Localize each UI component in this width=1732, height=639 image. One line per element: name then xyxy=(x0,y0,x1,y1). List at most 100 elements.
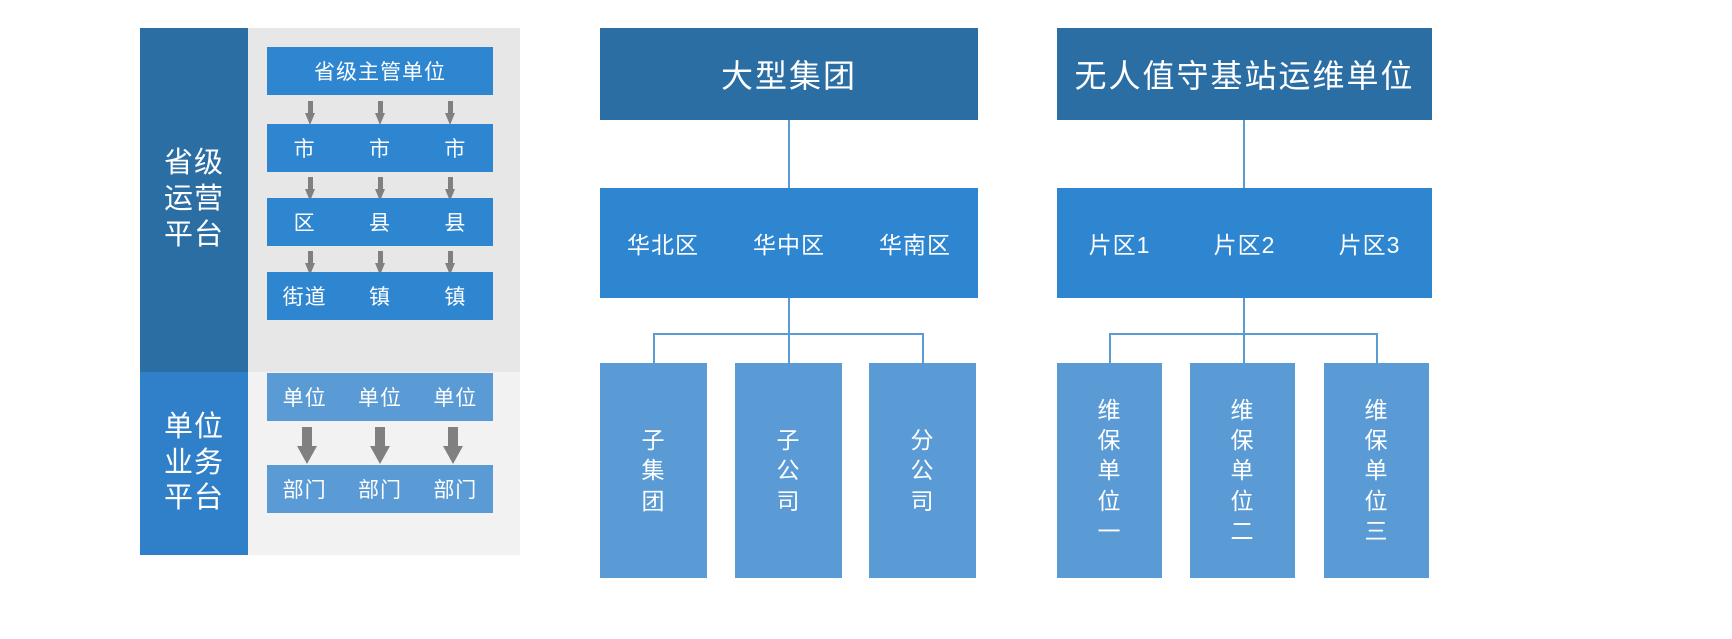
connector-vertical xyxy=(922,333,924,363)
arrow-row-2 xyxy=(275,176,485,202)
box-cell: 县 xyxy=(444,212,467,235)
leaf-char: 单 xyxy=(1097,457,1122,484)
panel-label-line-3: 平台 xyxy=(163,218,224,251)
leaf-char: 单 xyxy=(1230,457,1255,484)
leaf-label: 维 保 单 位 三 xyxy=(1365,395,1389,547)
arrow-row-4 xyxy=(270,426,490,464)
leaf-label: 维 保 单 位 一 xyxy=(1098,395,1122,547)
panel-label-line-1: 省级 xyxy=(163,147,224,180)
leaf-label: 子 公 司 xyxy=(777,425,801,516)
down-arrow-icon xyxy=(374,101,386,125)
leaf-char: 单 xyxy=(1364,457,1389,484)
leaf-char: 公 xyxy=(776,457,801,484)
box-label: 省级主管单位 xyxy=(314,61,446,84)
down-arrow-icon xyxy=(443,427,464,464)
arrow-row-3 xyxy=(275,250,485,276)
panel-label-line-3: 平台 xyxy=(163,482,224,515)
box-cell: 市 xyxy=(293,138,316,161)
leaf-char: 维 xyxy=(1097,396,1122,423)
leaf-label: 子 集 团 xyxy=(642,425,666,516)
band-cell-central: 华中区 xyxy=(753,232,825,258)
leaf-subsidiary-company[interactable]: 子 公 司 xyxy=(735,363,842,578)
tree-header-unattended-station-om[interactable]: 无人值守基站运维单位 xyxy=(1057,28,1432,120)
down-arrow-icon xyxy=(304,251,316,275)
panel-label-provincial-operation-platform: 省级 运营 平台 xyxy=(140,28,248,372)
band-cell-north: 华北区 xyxy=(627,232,699,258)
panel-label-line-1: 单位 xyxy=(163,410,224,443)
box-cell: 部门 xyxy=(357,479,402,502)
box-cell: 镇 xyxy=(444,286,467,309)
leaf-char: 公 xyxy=(910,457,935,484)
leaf-char: 位 xyxy=(1230,487,1255,514)
leaf-char: 保 xyxy=(1230,426,1255,453)
down-arrow-icon xyxy=(369,427,390,464)
leaf-char: 维 xyxy=(1364,396,1389,423)
box-cell: 单位 xyxy=(433,387,478,410)
tree-header-label: 大型集团 xyxy=(720,58,857,94)
tree-header-label: 无人值守基站运维单位 xyxy=(1074,58,1415,94)
provincial-platform-panel: 省级 运营 平台 单位 业务 平台 省级主管单位 市 市 xyxy=(140,28,520,555)
box-department-row[interactable]: 部门 部门 部门 xyxy=(267,465,493,513)
down-arrow-icon xyxy=(296,427,317,464)
box-unit-row[interactable]: 单位 单位 单位 xyxy=(267,373,493,421)
panel-label-line-2: 业务 xyxy=(163,446,224,479)
panel-label-unit-business-platform: 单位 业务 平台 xyxy=(140,372,248,555)
org-tree-unattended-station-om: 无人值守基站运维单位 片区1 片区2 片区3 维 保 单 位 一 维 保 xyxy=(1057,28,1432,578)
leaf-maintenance-unit-1[interactable]: 维 保 单 位 一 xyxy=(1057,363,1162,578)
leaf-char: 子 xyxy=(776,426,801,453)
down-arrow-icon xyxy=(374,177,386,201)
tree-band-zones[interactable]: 片区1 片区2 片区3 xyxy=(1057,188,1432,298)
leaf-char: 位 xyxy=(1364,487,1389,514)
box-cell: 市 xyxy=(444,138,467,161)
connector-vertical xyxy=(1243,120,1245,188)
box-cell: 镇 xyxy=(368,286,391,309)
leaf-sub-group[interactable]: 子 集 团 xyxy=(600,363,707,578)
leaf-char: 司 xyxy=(910,487,935,514)
down-arrow-icon xyxy=(444,101,456,125)
connector-vertical xyxy=(653,333,655,363)
box-cell: 部门 xyxy=(433,479,478,502)
box-cell: 单位 xyxy=(282,387,327,410)
leaf-char: 保 xyxy=(1097,426,1122,453)
leaf-maintenance-unit-2[interactable]: 维 保 单 位 二 xyxy=(1190,363,1295,578)
leaf-char: 团 xyxy=(641,487,666,514)
leaf-char: 司 xyxy=(776,487,801,514)
box-city-row[interactable]: 市 市 市 xyxy=(267,124,493,172)
leaf-char: 三 xyxy=(1364,518,1389,545)
org-tree-large-group: 大型集团 华北区 华中区 华南区 子 集 团 子 公 司 xyxy=(600,28,978,578)
connector-vertical xyxy=(1376,333,1378,363)
leaf-char: 集 xyxy=(641,457,666,484)
box-cell: 部门 xyxy=(282,479,327,502)
leaf-char: 分 xyxy=(910,426,935,453)
band-cell-zone-2: 片区2 xyxy=(1213,232,1276,258)
tree-header-large-group[interactable]: 大型集团 xyxy=(600,28,978,120)
down-arrow-icon xyxy=(374,251,386,275)
leaf-branch-company[interactable]: 分 公 司 xyxy=(869,363,976,578)
leaf-label: 分 公 司 xyxy=(911,425,935,516)
connector-vertical xyxy=(788,333,790,363)
arrow-row-1 xyxy=(275,100,485,126)
box-street-town-row[interactable]: 街道 镇 镇 xyxy=(267,272,493,320)
box-district-county-row[interactable]: 区 县 县 xyxy=(267,198,493,246)
box-cell: 市 xyxy=(368,138,391,161)
leaf-char: 维 xyxy=(1230,396,1255,423)
leaf-char: 一 xyxy=(1097,518,1122,545)
connector-vertical xyxy=(788,120,790,188)
box-provincial-authority[interactable]: 省级主管单位 xyxy=(267,47,493,95)
connector-vertical xyxy=(1243,333,1245,363)
tree-band-regions[interactable]: 华北区 华中区 华南区 xyxy=(600,188,978,298)
connector-vertical xyxy=(1243,298,1245,335)
down-arrow-icon xyxy=(304,101,316,125)
leaf-char: 子 xyxy=(641,426,666,453)
band-cell-zone-3: 片区3 xyxy=(1338,232,1401,258)
band-cell-zone-1: 片区1 xyxy=(1088,232,1151,258)
panel-label-line-2: 运营 xyxy=(163,183,224,216)
down-arrow-icon xyxy=(444,177,456,201)
leaf-char: 保 xyxy=(1364,426,1389,453)
connector-vertical xyxy=(788,298,790,335)
leaf-maintenance-unit-3[interactable]: 维 保 单 位 三 xyxy=(1324,363,1429,578)
leaf-char: 二 xyxy=(1230,518,1255,545)
leaf-char: 位 xyxy=(1097,487,1122,514)
box-cell: 单位 xyxy=(357,387,402,410)
